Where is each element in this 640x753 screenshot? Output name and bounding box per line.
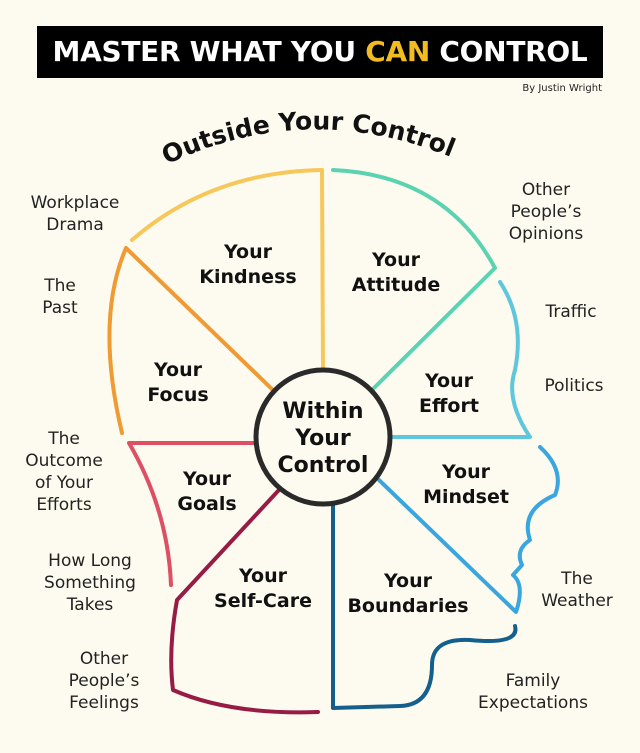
title-banner: MASTER WHAT YOU CAN CONTROL bbox=[37, 26, 603, 78]
yellow-segment bbox=[130, 168, 325, 371]
navy-segment bbox=[331, 503, 518, 710]
blue-segment bbox=[377, 445, 560, 614]
outside-politics: Politics bbox=[544, 376, 604, 396]
orange-segment bbox=[107, 246, 277, 435]
maroon-segment bbox=[169, 489, 320, 715]
outside-heading: Outside Your Control bbox=[157, 106, 459, 170]
outside-traffic: Traffic bbox=[545, 302, 597, 322]
teal-segment bbox=[331, 168, 497, 392]
title-accent: CAN bbox=[365, 35, 430, 68]
center-circle bbox=[253, 367, 393, 507]
byline: By Justin Wright bbox=[522, 83, 602, 94]
title-text: MASTER WHAT YOU bbox=[52, 35, 366, 68]
cyan-segment bbox=[390, 280, 532, 439]
title-text-end: CONTROL bbox=[429, 35, 588, 68]
red-segment bbox=[127, 441, 257, 587]
